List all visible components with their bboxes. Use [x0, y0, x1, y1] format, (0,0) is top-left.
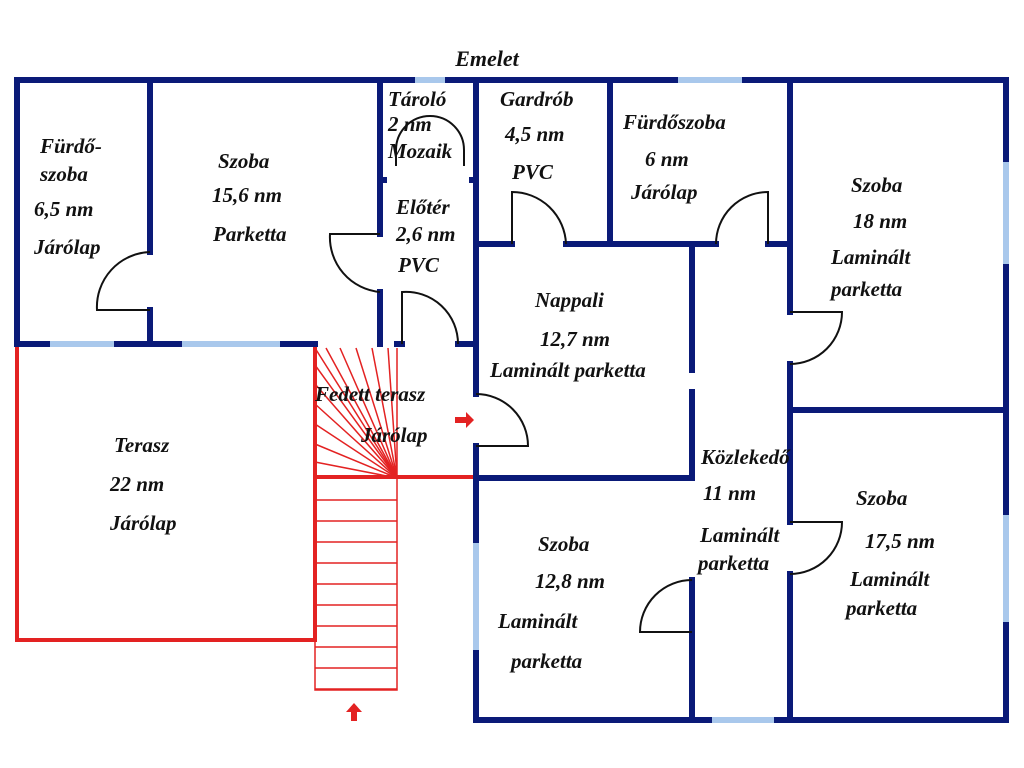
- room-gardrob: Gardrób 4,5 nm PVC: [500, 87, 574, 184]
- room-area: 12,8 nm: [535, 569, 605, 593]
- door-swing-gardrob: [511, 190, 567, 245]
- room-area: 2 nm: [387, 112, 432, 136]
- door-swing-bath-right: [715, 190, 769, 245]
- room-living: Nappali 12,7 nm Laminált parketta: [489, 288, 646, 382]
- room-area: 6,5 nm: [34, 197, 94, 221]
- room-floor: Laminált: [497, 609, 579, 633]
- room-area: 6 nm: [645, 147, 689, 171]
- room-floor: Járólap: [360, 423, 428, 447]
- door-swing-bath-left: [95, 251, 151, 311]
- room-corridor: Közlekedő 11 nm Laminált parketta: [696, 445, 791, 575]
- door-swing-room-d: [789, 521, 844, 575]
- door-swing-living: [475, 393, 530, 447]
- room-floor: PVC: [511, 160, 554, 184]
- stair-winder-line: [314, 443, 398, 479]
- room-c: Szoba 12,8 nm Laminált parketta: [497, 532, 605, 673]
- room-floor: parketta: [696, 551, 769, 575]
- stair-winder-line: [387, 347, 398, 479]
- room-name: Gardrób: [500, 87, 574, 111]
- door-swing-hall: [401, 290, 460, 345]
- stair-winder-line: [314, 383, 398, 479]
- room-floor: PVC: [397, 253, 440, 277]
- room-bath-right: Fürdőszoba 6 nm Járólap: [622, 110, 726, 204]
- room-floor: Laminált: [830, 245, 912, 269]
- room-d: Szoba 17,5 nm Laminált parketta: [844, 486, 935, 620]
- room-name: Szoba: [218, 149, 269, 173]
- room-area: 2,6 nm: [395, 222, 456, 246]
- room-floor: parketta: [844, 596, 917, 620]
- room-name: Szoba: [851, 173, 902, 197]
- door-swing-storage: [395, 115, 465, 166]
- stair-winder-line: [339, 347, 398, 479]
- room-name: Szoba: [538, 532, 589, 556]
- door-swing-room-a: [328, 233, 381, 293]
- room-name: szoba: [39, 162, 88, 186]
- room-area: 15,6 nm: [212, 183, 282, 207]
- room-floor: Járólap: [33, 235, 101, 259]
- room-b: Szoba 18 nm Laminált parketta: [829, 173, 912, 301]
- room-name: Szoba: [856, 486, 907, 510]
- room-floor: Laminált parketta: [489, 358, 646, 382]
- room-floor: Laminált: [699, 523, 781, 547]
- stair-winder-line: [314, 403, 398, 479]
- stair-winder-line: [314, 347, 398, 479]
- room-area: 18 nm: [853, 209, 907, 233]
- room-area: 17,5 nm: [865, 529, 935, 553]
- doors: [95, 115, 844, 633]
- room-terrace: Terasz 22 nm Járólap: [109, 433, 177, 535]
- stair-winder-line: [355, 347, 398, 479]
- room-name: Közlekedő: [700, 445, 791, 469]
- stair-winder-line: [371, 347, 398, 479]
- stair-winder-line: [314, 364, 398, 479]
- room-floor: Járólap: [109, 511, 177, 535]
- room-name: Fedett terasz: [314, 382, 426, 406]
- room-covered-terrace: Fedett terasz Járólap: [314, 382, 428, 447]
- room-area: 4,5 nm: [504, 122, 565, 146]
- room-name: Tároló: [388, 87, 446, 111]
- room-name: Előtér: [395, 195, 450, 219]
- room-a: Szoba 15,6 nm Parketta: [212, 149, 287, 246]
- room-floor: Járólap: [630, 180, 698, 204]
- door-swing-room-c: [638, 579, 693, 633]
- stair-winder-line: [325, 347, 398, 479]
- windows: [50, 77, 1009, 723]
- room-floor: parketta: [509, 649, 582, 673]
- room-area: 11 nm: [703, 481, 756, 505]
- entry-arrow-icon: [455, 412, 474, 428]
- room-name: Fürdő-: [39, 134, 102, 158]
- room-floor: Parketta: [212, 222, 287, 246]
- room-floor: parketta: [829, 277, 902, 301]
- room-name: Nappali: [534, 288, 604, 312]
- stair-arrow-icon: [346, 703, 362, 721]
- door-swing-room-b: [789, 311, 844, 365]
- room-storage: Tároló 2 nm Mozaik: [387, 87, 453, 163]
- stair-winder-line: [314, 423, 398, 479]
- staircase: [314, 347, 398, 691]
- room-area: 22 nm: [109, 472, 164, 496]
- floor-title: Emelet: [454, 46, 519, 71]
- room-area: 12,7 nm: [540, 327, 610, 351]
- room-name: Terasz: [114, 433, 170, 457]
- terrace-outline: [15, 344, 317, 642]
- room-floor: Mozaik: [387, 139, 453, 163]
- room-bath-left: Fürdő- szoba 6,5 nm Járólap: [33, 134, 102, 259]
- room-name: Fürdőszoba: [622, 110, 726, 134]
- room-floor: Laminált: [849, 567, 931, 591]
- room-hall: Előtér 2,6 nm PVC: [395, 195, 456, 277]
